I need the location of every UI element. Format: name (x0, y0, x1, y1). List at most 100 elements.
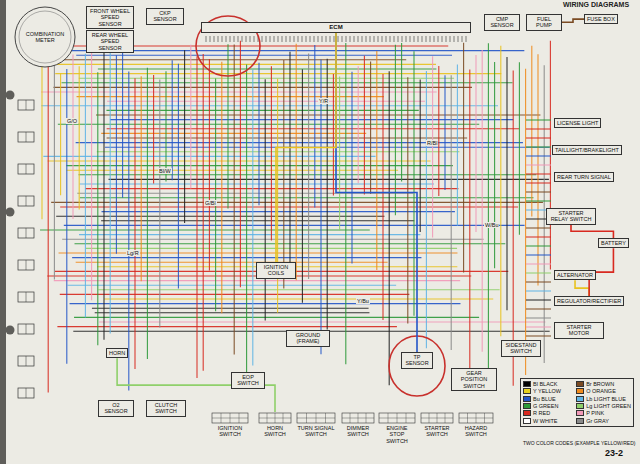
color-swatch (576, 396, 584, 402)
grid-frame (297, 413, 335, 423)
wire-code: G/Bl (204, 200, 217, 206)
wire (91, 41, 92, 300)
legend-entry: Br BROWN (576, 381, 631, 387)
wire (209, 59, 210, 271)
wire (99, 321, 545, 322)
color-swatch (576, 388, 584, 394)
pin-tick (318, 36, 319, 42)
pin-tick (426, 36, 427, 42)
switch-grid (211, 412, 249, 424)
fuse-box: FUSE BOX (584, 14, 618, 24)
wire-code: Y/Bu (356, 298, 370, 304)
connector-block (18, 100, 34, 110)
component-label: ENGINE STOP SWITCH (379, 425, 415, 444)
pin-tick (418, 36, 419, 42)
wire (234, 44, 235, 354)
legend-text: Bu BLUE (533, 396, 556, 402)
grid-frame (259, 413, 291, 423)
wire (59, 252, 458, 253)
component-label: O2 SENSOR (101, 402, 131, 415)
component-label: HORN (109, 350, 125, 356)
wire (526, 119, 551, 120)
color-swatch (523, 418, 531, 424)
wire (76, 142, 523, 143)
pin-tick (390, 36, 391, 42)
component-label: TP SENSOR (404, 354, 430, 367)
pin-tick (382, 36, 383, 42)
component-label: TAILLIGHT/BRAKELIGHT (555, 147, 619, 153)
color-swatch (523, 388, 531, 394)
component-label: SIDESTAND SWITCH (504, 342, 538, 355)
sensor-box: CKP SENSOR (146, 8, 184, 25)
color-swatch (523, 403, 531, 409)
wire-connector (571, 225, 613, 238)
wire-code: W/Bu (484, 222, 499, 228)
switch-table: ENGINE STOP SWITCH (378, 412, 416, 444)
legend-entry: Lb LIGHT BLUE (576, 396, 631, 402)
wire (526, 128, 551, 129)
wire (526, 173, 551, 174)
wire (240, 41, 241, 288)
wire (513, 71, 514, 386)
wire (258, 63, 259, 205)
wire (382, 74, 383, 320)
wire (283, 60, 284, 289)
wire (526, 146, 551, 147)
pin-tick (398, 36, 399, 42)
wire (500, 46, 501, 337)
wire (526, 326, 551, 327)
pin-tick (346, 36, 347, 42)
wire (128, 72, 129, 391)
connector-divider (26, 196, 27, 206)
wire (526, 191, 551, 192)
wire (98, 68, 437, 69)
component-label: TURN SIGNAL SWITCH (297, 425, 335, 438)
grid-frame (459, 413, 493, 423)
component-label: FRONT WHEEL SPEED SENSOR (89, 8, 131, 27)
legend-note: TWO COLOR CODES (EXAMPLE YELLOW/RED) (522, 441, 636, 447)
alternator-box: ALTERNATOR (554, 270, 596, 280)
coil-box: IGNITION COILS (256, 262, 296, 279)
component-label: REAR WHEEL SPEED SENSOR (89, 32, 131, 51)
pin-tick (438, 36, 439, 42)
pin-tick (446, 36, 447, 42)
wire-code: Bl/W (158, 168, 172, 174)
pin-tick (210, 36, 211, 42)
pin-tick (274, 36, 275, 42)
wire (85, 54, 86, 318)
light-box: REAR TURN SIGNAL (554, 172, 614, 182)
switch-table: HORN SWITCH (258, 412, 292, 438)
regulator-box: REGULATOR/RECTIFIER (554, 296, 624, 306)
wire (426, 71, 427, 348)
legend-text: O ORANGE (586, 388, 616, 394)
pin-tick (430, 36, 431, 42)
pin-tick (282, 36, 283, 42)
pin-tick (378, 36, 379, 42)
binder-hole (6, 326, 15, 335)
page-title: WIRING DIAGRAMS (562, 1, 630, 8)
legend-text: G GREEN (533, 403, 558, 409)
pin-tick (302, 36, 303, 42)
wire (178, 64, 179, 289)
wire (271, 66, 272, 240)
component-label: HORN SWITCH (259, 425, 291, 438)
pin-tick (270, 36, 271, 42)
legend-text: Lg LIGHT GREEN (586, 403, 631, 409)
color-swatch (576, 418, 584, 424)
horn-box: HORN (106, 348, 128, 358)
pin-tick (362, 36, 363, 42)
binder-hole (6, 91, 15, 100)
color-swatch (523, 381, 531, 387)
component-label: HAZARD SWITCH (459, 425, 493, 438)
connector-block (18, 260, 34, 270)
wire (96, 114, 540, 115)
wire (358, 66, 359, 183)
connector-block (18, 228, 34, 238)
wire (95, 312, 370, 313)
wire (444, 75, 445, 190)
grid-line (342, 418, 374, 419)
pin-tick (254, 36, 255, 42)
connector-divider (26, 100, 27, 110)
wire (537, 54, 538, 285)
grid-line (297, 418, 335, 419)
